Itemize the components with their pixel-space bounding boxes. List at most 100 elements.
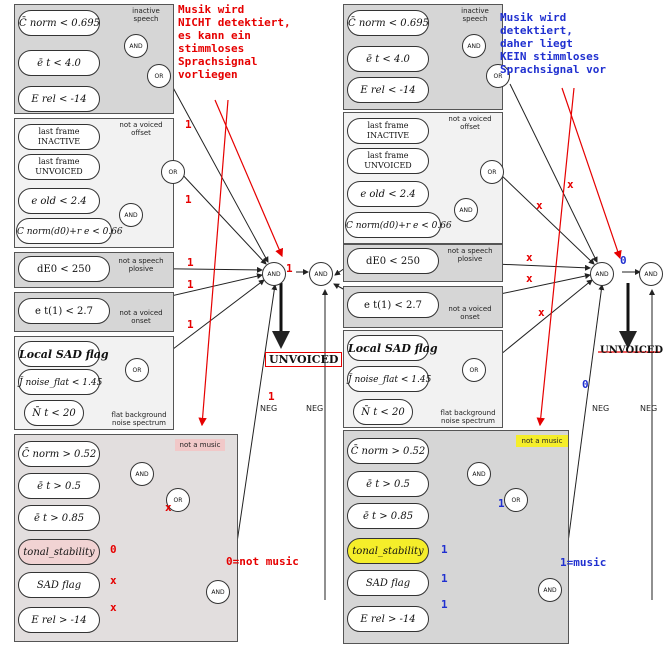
condition-eold: e old < 2.4	[347, 181, 429, 207]
mark: 1	[268, 390, 275, 403]
condition-last-frame-unvoiced: last frame UNVOICED	[347, 148, 429, 174]
result-label: 1=music	[560, 556, 607, 569]
and-gate: AND	[538, 578, 562, 602]
condition-de0: dE0 < 250	[18, 256, 110, 282]
condition-et-05: ē t > 0.5	[18, 473, 100, 499]
or-gate: OR	[462, 358, 486, 382]
neg-label: NEG	[306, 404, 324, 413]
out-mark: 1	[286, 262, 293, 275]
annotation-note: Musik wird detektiert, daher liegt KEIN …	[500, 11, 606, 76]
and-gate: AND	[462, 34, 486, 58]
mark: 1	[498, 497, 505, 510]
condition-tonal-stability: tonal_stability	[347, 538, 429, 564]
condition-et1: e t(1) < 2.7	[18, 298, 110, 324]
mark: x	[165, 501, 172, 514]
condition-eold: e old < 2.4	[18, 188, 100, 214]
mark: 1	[187, 256, 194, 269]
mark: x	[538, 306, 545, 319]
condition-local-sad-flag: Local SAD flag	[347, 335, 438, 361]
panel-tag: flat background noise spectrum	[440, 409, 496, 425]
condition-local-sad-flag: Local SAD flag	[18, 341, 109, 367]
mark: 0	[110, 543, 117, 556]
mark: 1	[187, 278, 194, 291]
mark: x	[110, 601, 117, 614]
condition-erel-music: E rel > -14	[18, 607, 100, 633]
mark: 1	[185, 118, 192, 131]
condition-last-frame-unvoiced: last frame UNVOICED	[18, 154, 100, 180]
unvoiced-output: UNVOICED	[265, 352, 343, 367]
and-gate: AND	[467, 462, 491, 486]
result-label: 0=not music	[226, 555, 299, 568]
or-gate: OR	[125, 358, 149, 382]
condition-jnoise: J̄ noise_flat < 1.45	[347, 366, 431, 392]
mark: 1	[441, 543, 448, 556]
panel-tag: not a music	[175, 439, 225, 451]
mark: x	[526, 251, 533, 264]
and-gate: AND	[639, 262, 663, 286]
condition-et1: e t(1) < 2.7	[347, 292, 439, 318]
condition-et-05: ē t > 0.5	[347, 471, 429, 497]
mark: x	[110, 574, 117, 587]
mark: x	[567, 178, 574, 191]
and-gate: AND	[119, 203, 143, 227]
and-gate: AND	[454, 198, 478, 222]
panel-tag: not a speech plosive	[447, 247, 493, 263]
out-mark: 0	[620, 254, 627, 267]
condition-cnorm: C̄ norm < 0.695	[18, 10, 100, 36]
main-and-gate: AND	[590, 262, 614, 286]
condition-last-frame-inactive: last frame INACTIVE	[347, 118, 429, 144]
or-gate: OR	[486, 64, 510, 88]
panel-tag: not a voiced offset	[119, 121, 163, 137]
condition-erel-music: E rel > -14	[347, 606, 429, 632]
condition-et-085: ē t > 0.85	[347, 503, 429, 529]
condition-nt: N̄ t < 20	[353, 399, 413, 425]
condition-cnorm-d0: C norm(d0)+r e < 0.66	[345, 212, 452, 238]
panel-tag: inactive speech	[461, 7, 489, 23]
mark: 1	[441, 598, 448, 611]
and-gate: AND	[130, 462, 154, 486]
or-gate: OR	[147, 64, 171, 88]
condition-de0: dE0 < 250	[347, 248, 439, 274]
unvoiced-output: UNVOICED	[600, 345, 664, 356]
mark: 0	[582, 378, 589, 391]
condition-et: ē t < 4.0	[18, 50, 100, 76]
condition-erel: E rel < -14	[18, 86, 100, 112]
condition-erel: E rel < -14	[347, 77, 429, 103]
condition-cnorm: C̄ norm < 0.695	[347, 10, 429, 36]
condition-nt: N̄ t < 20	[24, 400, 84, 426]
mark: 1	[187, 318, 194, 331]
panel-tag: flat background noise spectrum	[111, 411, 167, 427]
annotation-note: Musik wird NICHT detektiert, es kann ein…	[178, 3, 291, 81]
condition-jnoise: J̄ noise_flat < 1.45	[18, 369, 102, 395]
and-gate: AND	[124, 34, 148, 58]
condition-et: ē t < 4.0	[347, 46, 429, 72]
condition-et-085: ē t > 0.85	[18, 505, 100, 531]
and-gate: AND	[309, 262, 333, 286]
or-gate: OR	[504, 488, 528, 512]
condition-sad-flag: SAD flag	[18, 572, 100, 598]
condition-tonal-stability: tonal_stability	[18, 539, 100, 565]
panel-tag: not a voiced onset	[119, 309, 163, 325]
or-gate: OR	[161, 160, 185, 184]
mark: x	[536, 199, 543, 212]
condition-sad-flag: SAD flag	[347, 570, 429, 596]
condition-cnorm-music: C̄ norm > 0.52	[18, 441, 100, 467]
or-gate: OR	[166, 488, 190, 512]
neg-label: NEG	[260, 404, 278, 413]
panel-tag: inactive speech	[132, 7, 160, 23]
panel-tag: not a voiced onset	[448, 305, 492, 321]
condition-cnorm-d0: C norm(d0)+r e < 0.66	[16, 218, 123, 244]
mark: x	[526, 272, 533, 285]
neg-label: NEG	[592, 404, 610, 413]
panel-tag: not a music	[516, 435, 568, 447]
and-gate: AND	[206, 580, 230, 604]
panel-tag: not a speech plosive	[118, 257, 164, 273]
or-gate: OR	[480, 160, 504, 184]
panel-tag: not a voiced offset	[448, 115, 492, 131]
mark: 1	[185, 193, 192, 206]
main-and-gate: AND	[262, 262, 286, 286]
neg-label: NEG	[640, 404, 658, 413]
mark: 1	[441, 572, 448, 585]
condition-cnorm-music: C̄ norm > 0.52	[347, 438, 429, 464]
